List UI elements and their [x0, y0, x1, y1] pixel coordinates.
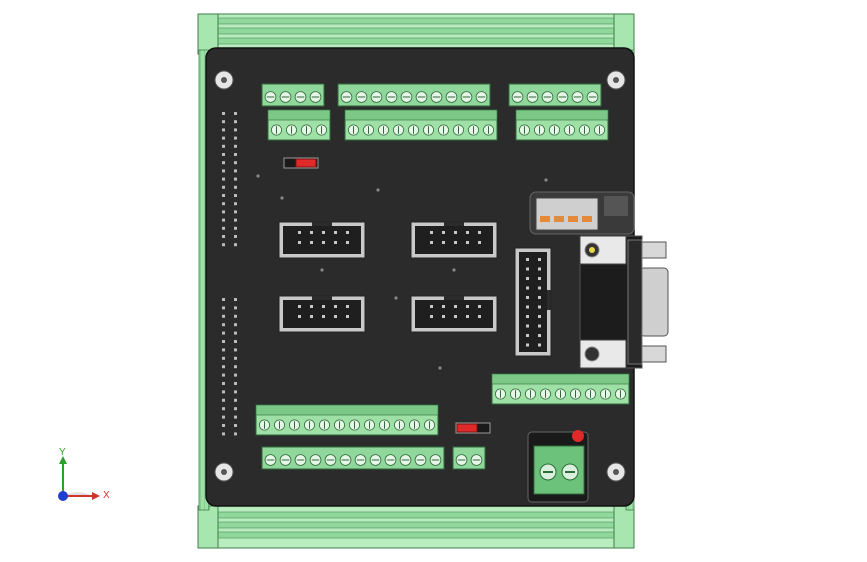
terminal-blocks: [255, 83, 630, 470]
box-header-2[interactable]: [410, 221, 498, 259]
terminal-base-bottom-left[interactable]: [255, 404, 439, 436]
terminal-plug-top-right[interactable]: [508, 83, 602, 107]
terminal-plug-bottom-left[interactable]: [261, 446, 445, 470]
terminal-plug-top-middle[interactable]: [337, 83, 491, 107]
box-header-1[interactable]: [278, 221, 366, 259]
via: [452, 268, 456, 272]
terminal-base-top-right[interactable]: [515, 109, 609, 141]
mounting-hole: [606, 70, 626, 90]
via: [438, 366, 442, 370]
axis-x-label: X: [103, 490, 110, 501]
power-terminal[interactable]: [527, 430, 589, 503]
terminal-plug-top-left[interactable]: [261, 83, 325, 107]
coordinate-triad: X Y: [58, 447, 110, 501]
box-header-3[interactable]: [278, 295, 366, 333]
terminal-base-top-left[interactable]: [267, 109, 331, 141]
mounting-hole: [214, 462, 234, 482]
din-rail-top: [197, 13, 635, 55]
terminal-base-right-middle[interactable]: [491, 373, 630, 405]
via: [256, 174, 260, 178]
terminal-plug-bottom-small[interactable]: [452, 446, 486, 470]
mounting-hole: [606, 462, 626, 482]
via: [280, 196, 284, 200]
terminal-base-top-middle[interactable]: [344, 109, 498, 141]
jumper-top[interactable]: [283, 157, 319, 169]
axis-y-label: Y: [59, 447, 66, 458]
edge-pin-column: [222, 112, 237, 436]
via: [544, 178, 548, 182]
led-resistor-cluster: [529, 191, 635, 235]
mounting-hole: [214, 70, 234, 90]
box-header-vertical[interactable]: [514, 247, 552, 357]
via: [376, 188, 380, 192]
box-header-4[interactable]: [410, 295, 498, 333]
via: [320, 268, 324, 272]
dsub-connector[interactable]: [579, 235, 669, 369]
din-rail-bottom: [197, 505, 635, 549]
via: [394, 296, 398, 300]
jumper-bottom[interactable]: [455, 422, 491, 434]
